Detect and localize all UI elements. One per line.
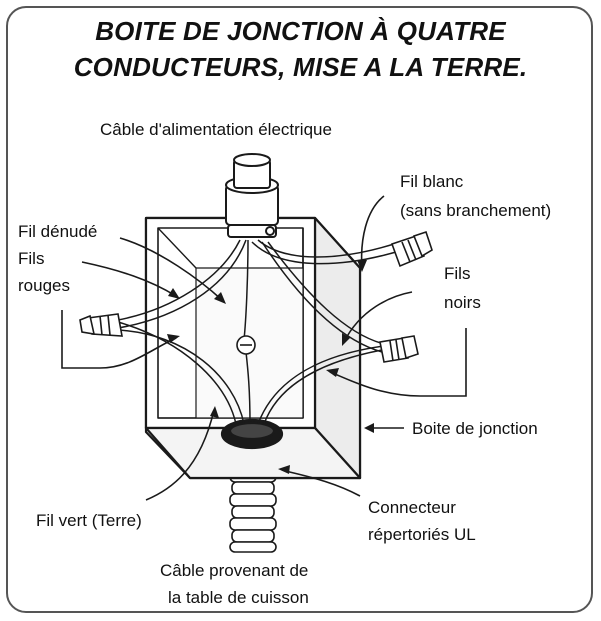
label-supply-cable: Câble d'alimentation électrique [100,120,332,139]
label-junction-box: Boite de jonction [412,419,538,438]
diagram-frame [6,6,593,613]
wire-nut-upper-right [390,230,433,268]
wires [117,239,397,425]
leader-lines [61,195,467,501]
label-black-wires-line2: noirs [444,293,481,312]
label-white-wire-line1: Fil blanc [400,172,464,191]
label-white-wire-line2: (sans branchement) [400,201,552,220]
label-black-wires-line1: Fils [444,264,471,283]
label-red-wires-line1: Fils [18,249,45,268]
diagram-title-line1: BOITE DE JONCTION À QUATRE [95,16,506,46]
wire-nut-lower-right [379,335,419,363]
label-cooktop-cable-line1: Câble provenant de [160,561,309,580]
label-green-wire: Fil vert (Terre) [36,511,142,530]
wire-nut-left [79,313,123,337]
label-bare-wire: Fil dénudé [18,222,98,241]
diagram-title-line2: CONDUCTEURS, MISE A LA TERRE. [73,52,528,82]
label-cooktop-cable-line2: la table de cuisson [168,588,309,607]
label-connector-line2: répertoriés UL [368,525,476,544]
label-connector-line1: Connecteur [368,498,456,517]
leader-arrowheads [167,260,374,474]
top-cable-connector [225,153,279,238]
label-red-wires-line2: rouges [18,276,70,295]
ground-screw [236,335,256,355]
